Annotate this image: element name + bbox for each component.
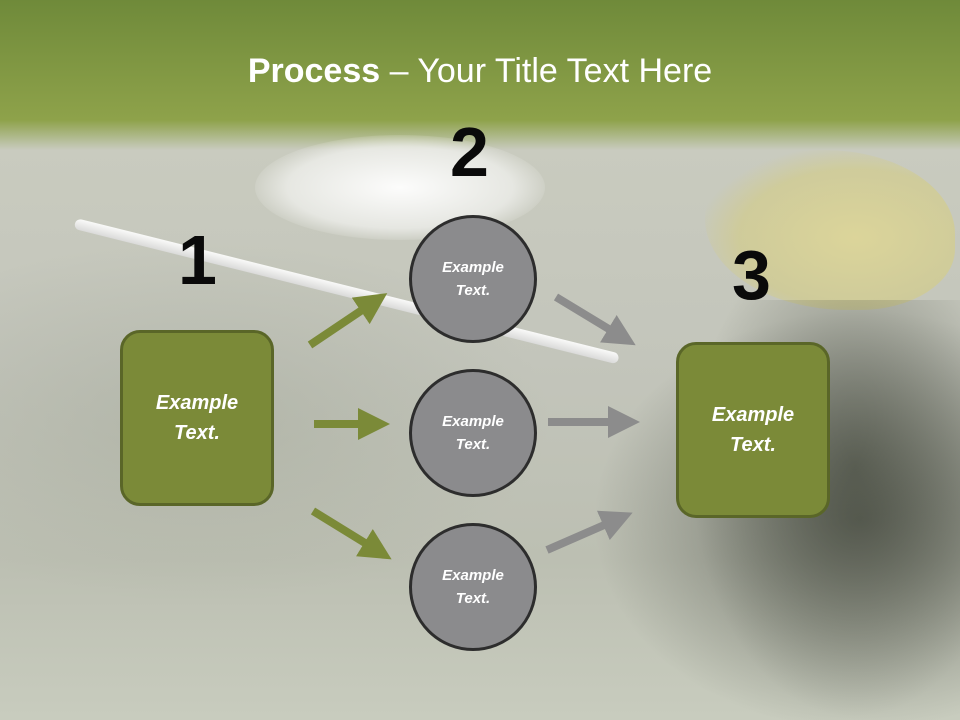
title-rest: – Your Title Text Here xyxy=(380,52,713,90)
step-1-box: Example Text. xyxy=(120,330,274,506)
step-number-3: 3 xyxy=(732,236,771,314)
step-2-circle-middle: Example Text. xyxy=(409,369,537,497)
step-3-label: Example Text. xyxy=(711,404,795,456)
step-1-label: Example Text. xyxy=(155,392,239,444)
step-number-1: 1 xyxy=(178,221,217,299)
arrow-1-to-top xyxy=(307,293,388,349)
circle-middle-label: Example Text. xyxy=(442,413,504,453)
circle-bottom-label: Example Text. xyxy=(442,567,504,607)
background-hat xyxy=(705,150,955,310)
arrow-bottom-to-3 xyxy=(545,510,633,554)
title-bold: Process xyxy=(247,52,381,90)
step-number-2: 2 xyxy=(450,113,489,191)
circle-top-label: Example Text. xyxy=(442,259,504,299)
arrow-1-to-bottom xyxy=(310,507,392,560)
step-2-circle-bottom: Example Text. xyxy=(409,523,537,651)
step-3-box: Example Text. xyxy=(676,342,830,518)
step-2-circle-top: Example Text. xyxy=(409,215,537,343)
slide-title: Process – Your Title Text Here xyxy=(0,52,960,91)
arrow-top-to-3 xyxy=(553,293,636,346)
